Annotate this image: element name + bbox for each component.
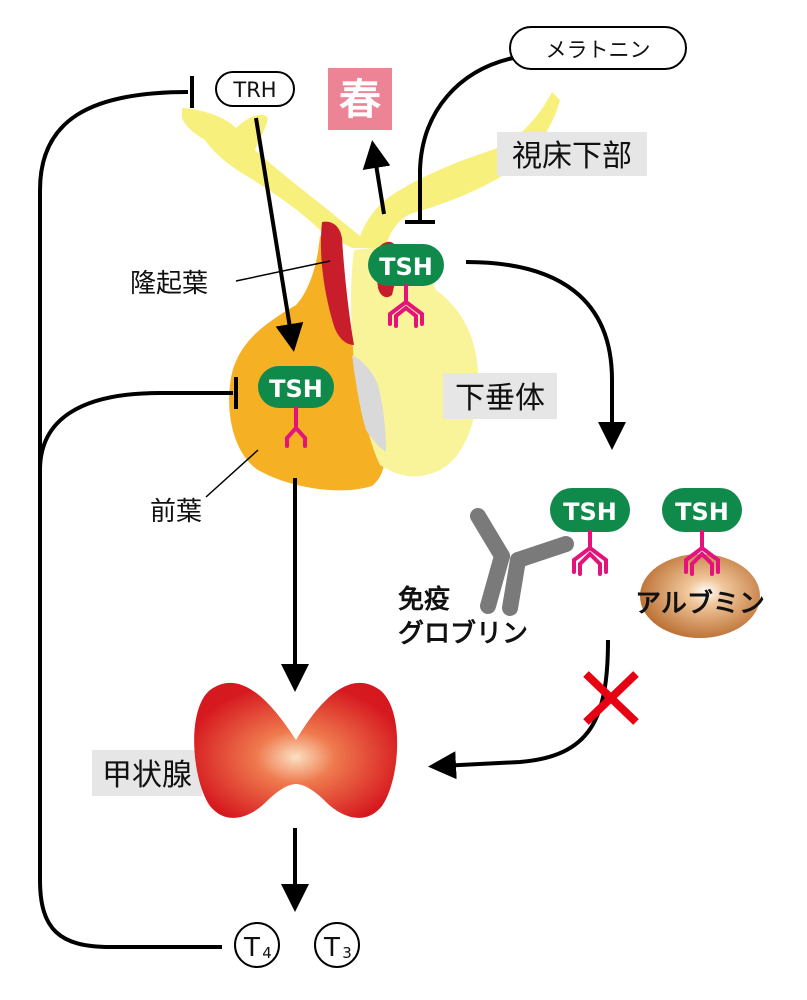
svg-text:視床下部: 視床下部 [512, 139, 632, 174]
anterior-lobe [229, 235, 385, 491]
svg-text:TSH: TSH [269, 375, 323, 403]
pars-tuberalis-left [320, 221, 354, 345]
immunoglobulin-icon [470, 508, 574, 616]
glycan-icon [388, 284, 424, 328]
hypothalamus-shape [182, 92, 560, 248]
spring-badge: 春 [328, 68, 392, 130]
svg-text:甲状腺: 甲状腺 [102, 758, 192, 793]
svg-text:TSH: TSH [563, 498, 617, 526]
svg-text:メラトニン: メラトニン [546, 38, 651, 62]
svg-text:4: 4 [262, 944, 272, 962]
tsh-anterior: TSH [258, 366, 334, 448]
svg-text:TSH: TSH [675, 498, 729, 526]
arrow-to-spring [362, 140, 391, 215]
immunoglobulin-label-line2: グロブリン [398, 618, 528, 649]
arrow-tsh-to-periphery [465, 260, 626, 450]
melatonin-label: メラトニン [509, 26, 687, 70]
hypothalamus-label: 視床下部 [497, 132, 647, 176]
trh-label: TRH [215, 71, 295, 107]
thyroid-gland [194, 682, 398, 818]
svg-text:T: T [243, 933, 260, 963]
blocked-x-icon [583, 671, 639, 725]
albumin-label: アルブミン [635, 588, 765, 619]
svg-text:TRH: TRH [232, 78, 276, 102]
blocked-path-to-thyroid [428, 639, 610, 780]
immunoglobulin-label-line1: 免疫 [398, 584, 450, 615]
t4-hormone: T 4 [234, 922, 280, 968]
infundibular-gray-band [352, 355, 386, 452]
pars-tuberalis-label: 隆起葉 [130, 269, 208, 299]
feedback-loop-outer [38, 90, 222, 949]
pituitary-label: 下垂体 [443, 373, 557, 419]
arrow-trh-to-anterior [254, 117, 304, 352]
tsh-tuberalis: TSH [368, 244, 444, 328]
glycan-icon [572, 530, 608, 576]
thyroid-label: 甲状腺 [92, 750, 202, 796]
feedback-loop-inner [38, 391, 233, 471]
svg-text:T: T [323, 933, 340, 963]
svg-text:TSH: TSH [379, 253, 433, 281]
svg-text:3: 3 [342, 944, 352, 962]
svg-text:下垂体: 下垂体 [455, 381, 545, 416]
anterior-lobe-label: 前葉 [150, 497, 202, 527]
glycan-icon [684, 530, 720, 576]
glycan-icon [285, 406, 307, 448]
t3-hormone: T 3 [314, 922, 360, 968]
albumin-blob [640, 554, 760, 638]
anterior-lobe-pointer [205, 449, 259, 498]
pars-tuberalis-pointer [235, 260, 331, 282]
tsh-albumin: TSH [662, 488, 742, 576]
tsh-immunoglobulin: TSH [550, 488, 630, 576]
svg-text:春: 春 [339, 75, 381, 124]
melatonin-inhibition-line [418, 56, 514, 220]
